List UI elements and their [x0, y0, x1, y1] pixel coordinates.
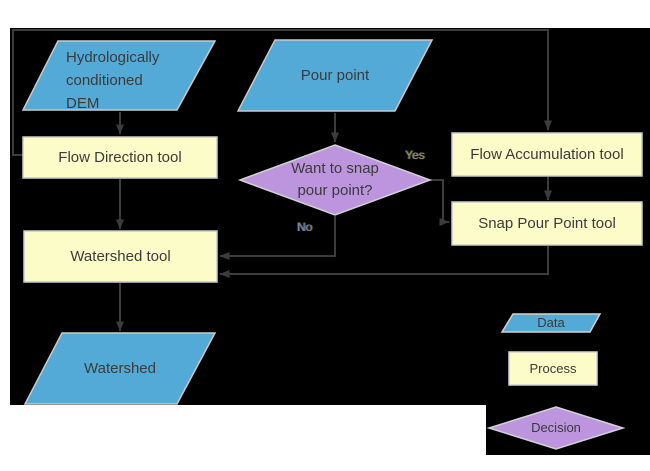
flow-accumulation-box — [451, 132, 643, 177]
watershed-tool-box — [23, 230, 218, 283]
decision-diamond — [237, 144, 433, 216]
edge-decision-yes-to-snap — [430, 179, 450, 226]
legend-decision-shape — [486, 406, 626, 450]
legend-data-shape — [500, 313, 602, 333]
edge-decision-no-to-watershed-tool — [219, 216, 336, 260]
dem-parallelogram — [21, 40, 217, 111]
edge-snap-to-watershed-tool — [219, 246, 549, 278]
flow-direction-box — [22, 136, 218, 179]
edge-flow-direction-to-flow-accumulation — [12, 29, 552, 156]
pour-point-parallelogram — [236, 39, 434, 112]
watershed-parallelogram — [23, 332, 217, 405]
legend-process-shape — [508, 351, 598, 386]
snap-pour-point-box — [451, 201, 643, 246]
